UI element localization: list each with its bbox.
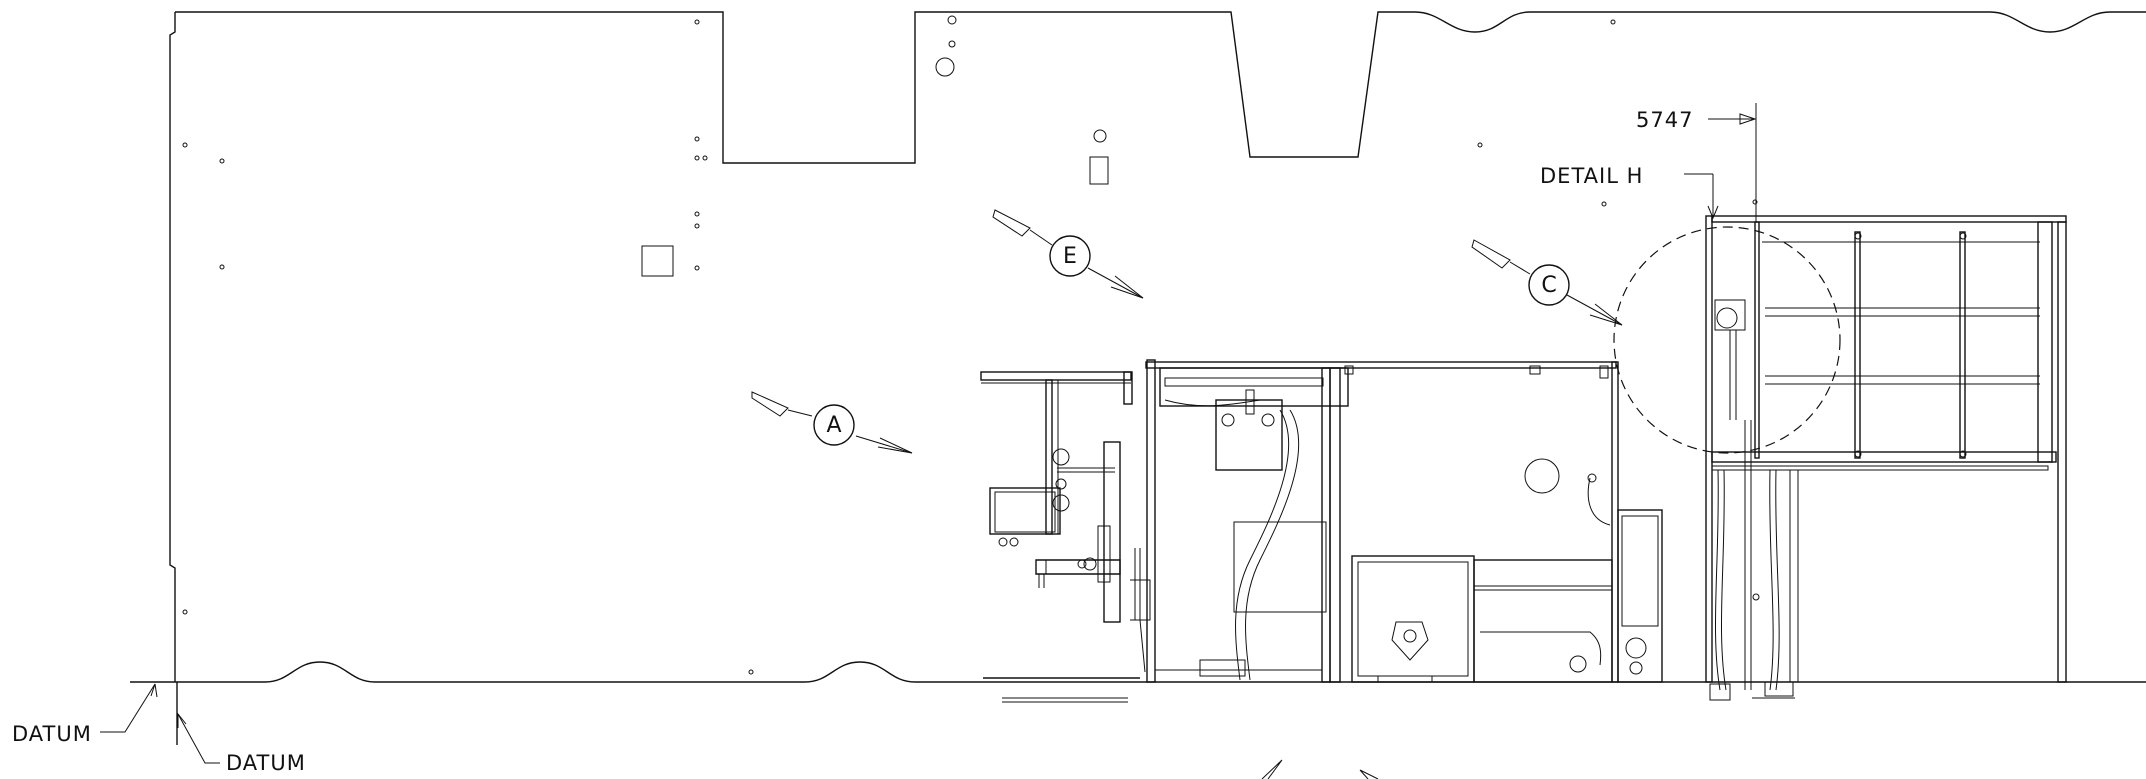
view-label-a: A (826, 413, 841, 438)
rack-assembly (1705, 215, 2067, 701)
view-balloon-a (813, 404, 855, 446)
bottom-arrow-tips (1261, 759, 1379, 779)
left-bracket-assembly (980, 371, 1151, 703)
datum-label-left: DATUM (12, 722, 92, 746)
dimension-label: 5747 (1636, 108, 1693, 132)
dimension-leader (1708, 103, 1757, 222)
detail-h-circle (1613, 226, 1841, 454)
detail-label: DETAIL H (1540, 164, 1643, 188)
view-balloon-e (1049, 235, 1091, 277)
view-label-c: C (1541, 273, 1556, 298)
detail-leader (1684, 173, 1719, 220)
view-arrow-e (992, 209, 1144, 299)
panel-holes (182, 15, 1758, 675)
datum-callouts (100, 682, 220, 764)
view-label-e: E (1063, 244, 1077, 269)
center-frame-assembly (1145, 359, 1617, 683)
panel-outline (130, 11, 2146, 683)
view-arrow-c (1471, 239, 1623, 326)
datum-label-right: DATUM (226, 751, 306, 775)
view-arrow-a (751, 391, 913, 454)
view-balloon-c (1528, 264, 1570, 306)
right-cabinet-assembly (1351, 361, 1663, 683)
